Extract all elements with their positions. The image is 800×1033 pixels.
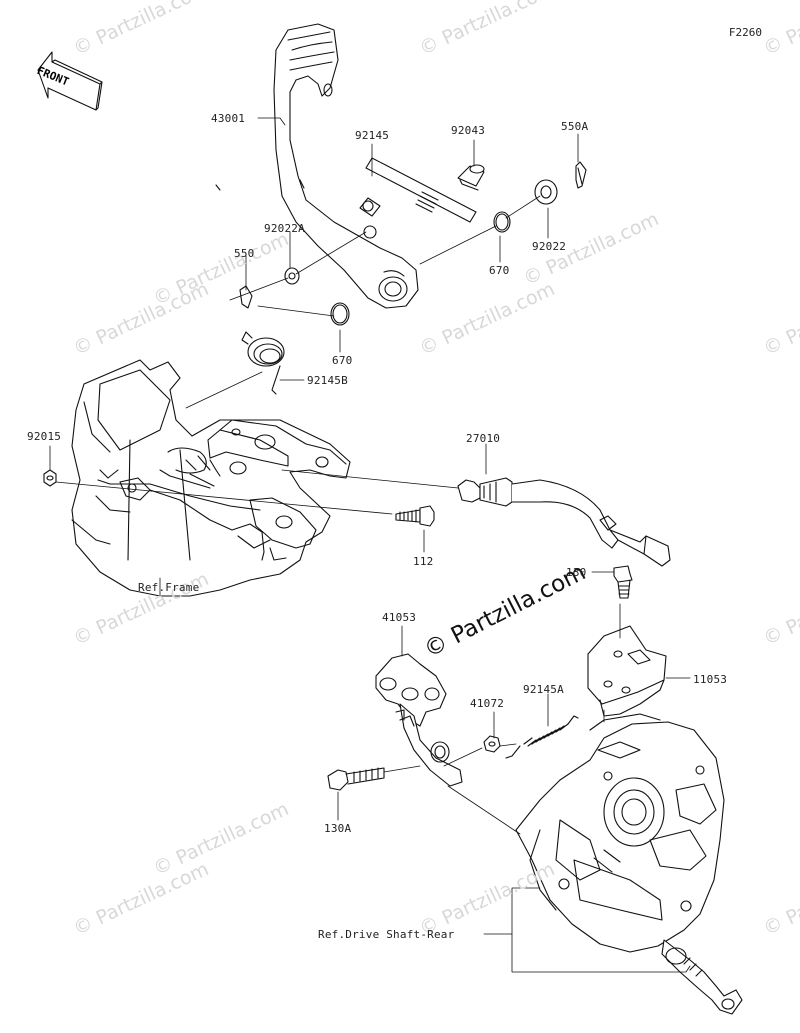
callout-92145a: 92145A (523, 683, 564, 696)
figure-code: F2260 (728, 26, 762, 39)
bolt-112 (396, 506, 434, 526)
frame-reference (72, 360, 350, 596)
washer-92022 (535, 180, 557, 204)
callout-112: 112 (413, 555, 434, 568)
front-arrow-icon (38, 52, 102, 110)
callout-670-upper: 670 (489, 264, 510, 277)
nut-41072 (484, 736, 500, 752)
callout-670-lower: 670 (332, 354, 353, 367)
callout-92043: 92043 (451, 124, 486, 137)
callout-92145b: 92145B (307, 374, 348, 387)
drive-shaft-end (662, 940, 742, 1014)
callout-92015: 92015 (27, 430, 62, 443)
bracket-11053 (588, 626, 666, 716)
pin-92145 (360, 158, 476, 222)
bolt-130 (614, 566, 632, 598)
callout-550a: 550A (561, 120, 589, 133)
cotter-pin-550 (240, 286, 252, 308)
callout-ref-drive-shaft: Ref.Drive Shaft-Rear (318, 928, 455, 941)
callout-92145: 92145 (355, 129, 390, 142)
o-ring-670-upper (494, 212, 510, 232)
drive-shaft-housing (516, 714, 724, 952)
brake-pedal (216, 24, 418, 308)
leader-lines (50, 118, 690, 972)
brake-switch-27010 (458, 478, 670, 566)
lever-41053 (376, 654, 462, 786)
callout-92022a: 92022A (264, 222, 305, 235)
bolt-130a (328, 768, 384, 790)
callout-27010: 27010 (466, 432, 501, 445)
callout-ref-frame: Ref.Frame (138, 581, 200, 594)
nut-92015 (44, 470, 56, 486)
callout-43001: 43001 (211, 112, 246, 125)
spring-small (416, 192, 438, 212)
callout-41053: 41053 (382, 611, 417, 624)
callout-130: 130 (566, 566, 587, 579)
spring-92145a (506, 716, 578, 758)
pin-92043 (458, 165, 484, 190)
washer-92022a (285, 268, 299, 284)
callout-41072: 41072 (470, 697, 505, 710)
callout-11053: 11053 (693, 673, 728, 686)
callout-92022: 92022 (532, 240, 567, 253)
return-spring-92145b (242, 332, 284, 394)
callout-550: 550 (234, 247, 255, 260)
callout-130a: 130A (324, 822, 352, 835)
o-ring-670-lower (331, 303, 349, 325)
cotter-pin-550a (576, 162, 586, 188)
